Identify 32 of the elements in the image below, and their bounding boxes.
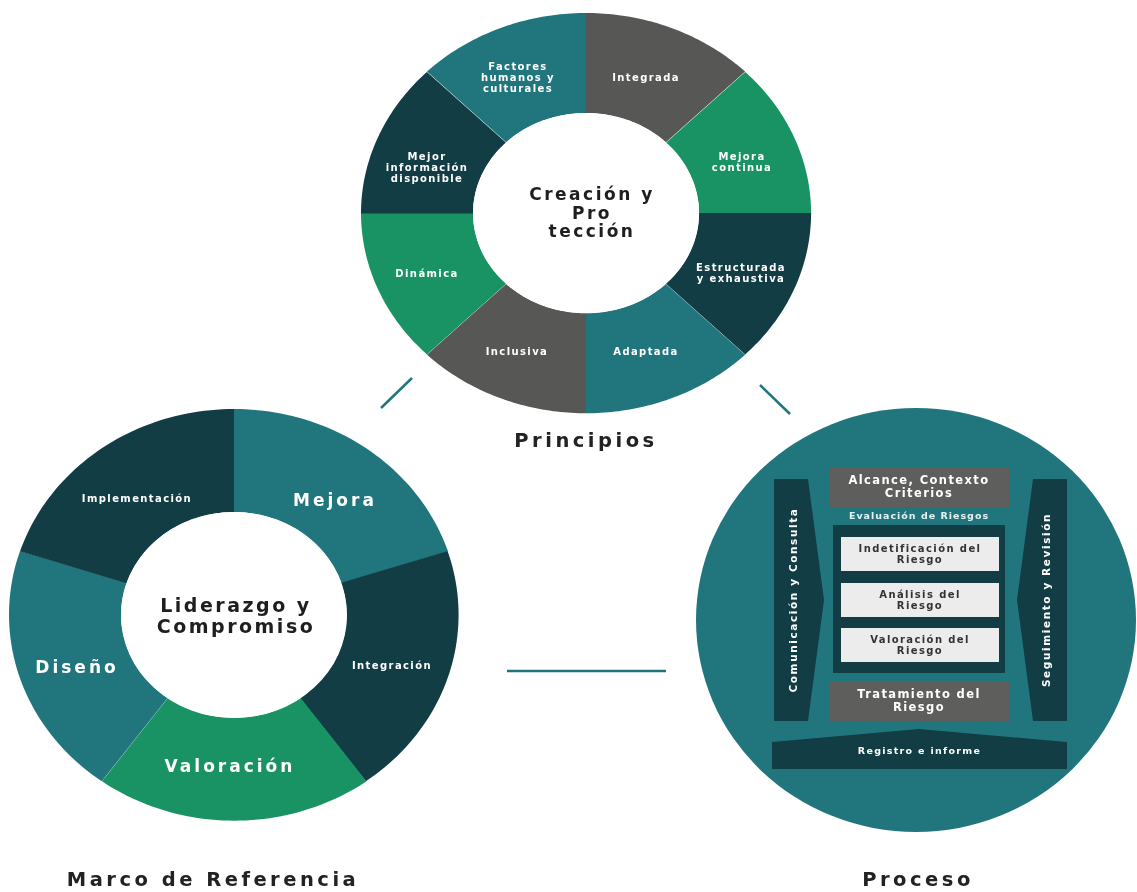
band-label: Comunicación y Consulta — [788, 507, 800, 693]
box-label: Tratamiento del Riesgo — [856, 688, 982, 714]
segment-label: Diseño — [34, 657, 120, 677]
center-label: Liderazgo y Compromiso — [155, 595, 317, 637]
segment-label: Integración — [351, 659, 433, 671]
segment-label: Estructurada y exhaustiva — [695, 262, 787, 284]
segment-label: Adaptada — [612, 345, 680, 357]
section-heading: Proceso — [862, 869, 974, 891]
segment-label: Implementación — [80, 492, 194, 504]
segment-label: Mejora continua — [710, 151, 774, 173]
segment-label: Integrada — [611, 71, 681, 83]
process-box — [841, 537, 999, 571]
box-label: Indetificación del Riesgo — [857, 543, 983, 565]
band-label: Seguimiento y Revisión — [1041, 512, 1053, 688]
segment-label: Mejora — [292, 490, 378, 510]
section-heading: Marco de Referencia — [66, 869, 360, 891]
segment-label: Valoración — [163, 756, 297, 776]
box-label: Alcance, Contexto Criterios — [847, 474, 991, 500]
section-heading: Principios — [514, 430, 658, 452]
panel-heading: Evaluación de Riesgos — [848, 510, 990, 522]
segment-label: Factores humanos y culturales — [480, 60, 556, 94]
box-label: Análisis del Riesgo — [878, 589, 962, 611]
segment-label: Mejor información disponible — [384, 150, 470, 184]
box-label: Valoración del Riesgo — [869, 634, 971, 656]
process-box — [841, 583, 999, 617]
center-label: Creación y Pro tección — [528, 184, 656, 242]
process-box — [829, 467, 1009, 507]
segment-label: Dinámica — [394, 267, 460, 279]
band-label: Registro e informe — [857, 745, 982, 757]
process-box — [841, 628, 999, 662]
segment-label: Inclusiva — [484, 345, 550, 357]
process-box — [829, 681, 1009, 721]
